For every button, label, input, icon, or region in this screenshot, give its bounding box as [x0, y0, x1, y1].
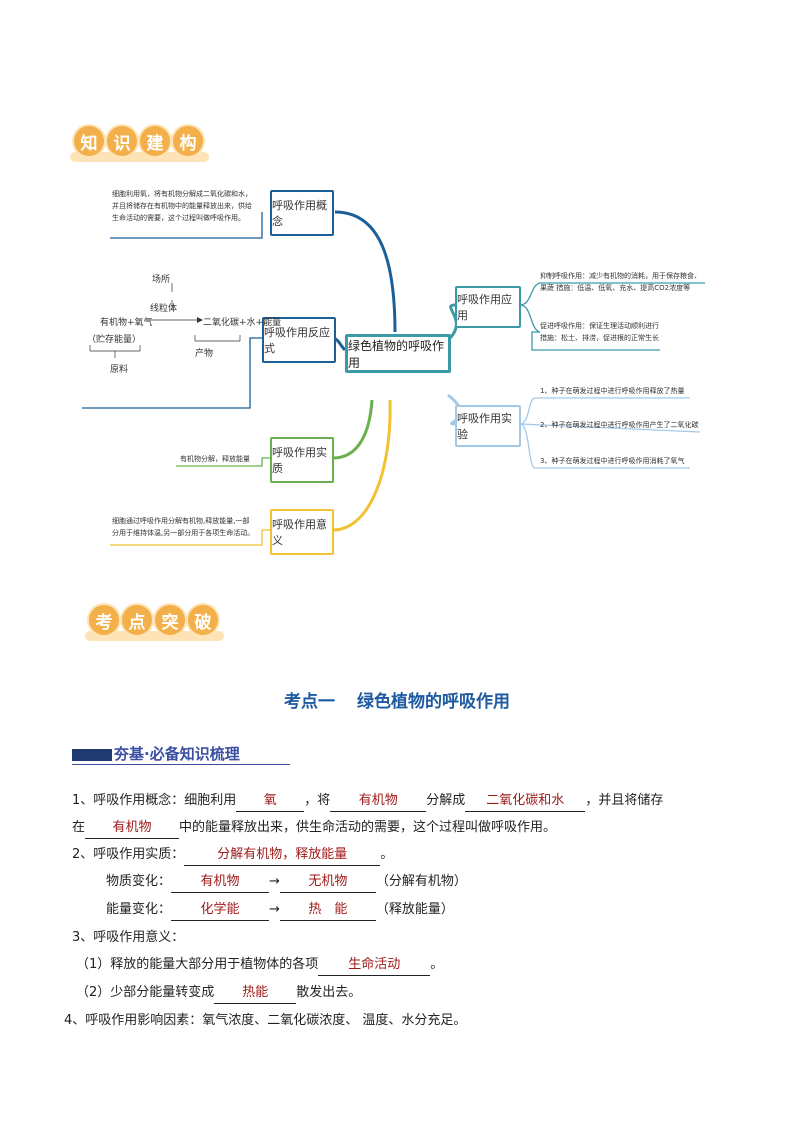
experiment-note-2: 2、种子在萌发过程中进行呼吸作用产生了二氧化碳 — [540, 421, 699, 429]
line-concept-1: 1、呼吸作用概念：细胞利用氧，将有机物分解成二氧化碳和水，并且将储存 — [72, 791, 663, 812]
formula-left: 有机物+氧气 — [100, 318, 153, 328]
badge-char: 知 — [74, 126, 104, 156]
formula-raw: 原料 — [110, 365, 129, 375]
line-concept-2: 在有机物中的能量释放出来，供生命活动的需要，这个过程叫做呼吸作用。 — [72, 818, 556, 839]
mindmap-box-meaning: 呼吸作用意义 — [270, 509, 334, 555]
essence-note: 有机物分解，释放能量 — [180, 455, 250, 463]
badge-char: 点 — [122, 605, 152, 635]
mindmap-box-essence: 呼吸作用实质 — [270, 437, 334, 483]
concept-note: 细胞利用氧，将有机物分解成二氧化碳和水， 并且将储存在有机物中的能量释放出来，供… — [112, 190, 252, 222]
badge-char: 考 — [89, 605, 119, 635]
formula-left-note: （贮存能量） — [87, 335, 142, 345]
mindmap-box-application: 呼吸作用应用 — [455, 286, 521, 328]
section-badge-breakthrough: 考 点 突 破 — [85, 602, 224, 641]
sub-heading-bar — [72, 749, 112, 761]
line-essence: 2、呼吸作用实质：分解有机物，释放能量。 — [72, 845, 393, 866]
sub-heading: 夯基·必备知识梳理 — [72, 743, 292, 767]
badge-char: 构 — [173, 126, 203, 156]
application-note-inhibit: 抑制呼吸作用：减少有机物的消耗，用于保存粮食、 果蔬 措施：低温、低氧、充水、提… — [540, 272, 701, 292]
mindmap-box-experiment: 呼吸作用实验 — [455, 405, 521, 447]
line-meaning: 3、呼吸作用意义： — [72, 930, 185, 945]
topic-title: 考点一绿色植物的呼吸作用 — [284, 692, 510, 712]
badge-char: 识 — [107, 126, 137, 156]
mindmap-box-reaction: 呼吸作用反应式 — [262, 317, 336, 363]
badge-char: 建 — [140, 126, 170, 156]
sub-heading-underline — [72, 764, 290, 765]
section-badge-knowledge: 知 识 建 构 — [70, 123, 209, 162]
formula-organelle: 线粒体 — [150, 304, 178, 314]
line-meaning-2: （2）少部分能量转变成热能散发出去。 — [76, 983, 361, 1004]
experiment-note-1: 1、种子在萌发过程中进行呼吸作用释放了热量 — [540, 387, 685, 395]
line-meaning-1: （1）释放的能量大部分用于植物体的各项生命活动。 — [76, 955, 443, 976]
application-note-promote: 促进呼吸作用：保证生理活动顺利进行 措施：松土、排涝，促进根的正常生长 — [540, 322, 659, 342]
line-energy-change: 能量变化：化学能→热 能（释放能量） — [106, 900, 454, 921]
experiment-note-3: 3、种子在萌发过程中进行呼吸作用消耗了氧气 — [540, 457, 685, 465]
line-matter-change: 物质变化：有机物→无机物（分解有机物） — [106, 872, 467, 893]
formula-right: 二氧化碳+水+能量 — [203, 318, 282, 328]
line-factors: 4、呼吸作用影响因素：氧气浓度、二氧化碳浓度、 温度、水分充足。 — [64, 1013, 467, 1028]
formula-product: 产物 — [195, 349, 214, 359]
mindmap-box-concept: 呼吸作用概念 — [270, 190, 334, 236]
meaning-note: 细胞通过呼吸作用分解有机物,释放能量,一部 分用于维持体温,另一部分用于各项生命… — [112, 517, 255, 537]
badge-char: 突 — [155, 605, 185, 635]
formula-site: 场所 — [152, 275, 171, 285]
badge-char: 破 — [188, 605, 218, 635]
mindmap-center: 绿色植物的呼吸作用 — [345, 334, 451, 373]
